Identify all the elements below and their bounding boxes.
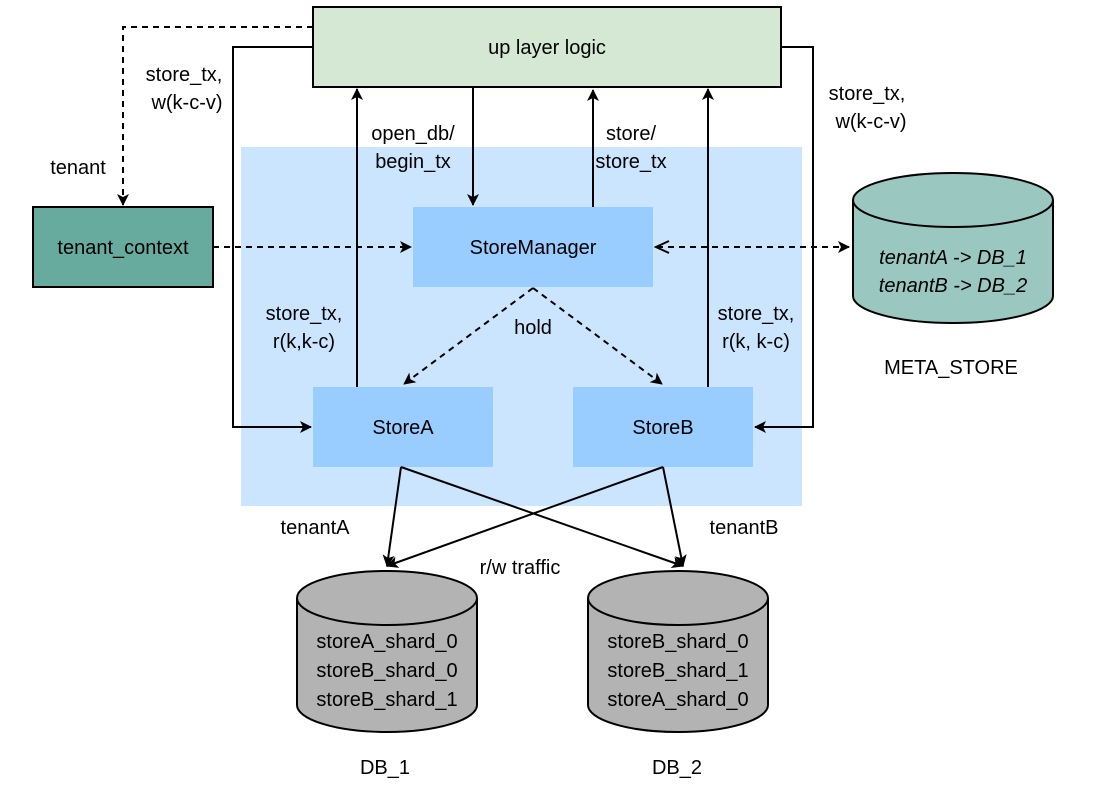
db1-line-1: storeA_shard_0: [316, 631, 457, 653]
edge-tenant: [117, 26, 313, 206]
db1-caption: DB_1: [360, 757, 410, 779]
label-store-1: store/: [606, 123, 656, 145]
meta-store-caption: META_STORE: [884, 357, 1018, 379]
meta-store-cylinder[interactable]: [852, 172, 1054, 324]
label-open-db-1: open_db/: [371, 123, 455, 145]
store-b-label: StoreB: [632, 417, 693, 439]
db2-cylinder[interactable]: [587, 570, 769, 733]
db1-line-3: storeB_shard_1: [316, 689, 457, 711]
edge-left-outer-loop: [232, 46, 313, 433]
label-open-db-2: begin_tx: [375, 151, 451, 173]
meta-store-line-2: tenantB -> DB_2: [879, 275, 1027, 297]
store-a-label: StoreA: [372, 417, 434, 439]
label-left-read-2: r(k,k-c): [273, 331, 335, 353]
edge-storeb-db1: [386, 466, 664, 568]
store-manager-label: StoreManager: [470, 237, 597, 259]
label-left-outer-2: w(k-c-v): [150, 92, 222, 114]
edge-storea-db1: [382, 466, 402, 567]
edge-hold-storeb: [532, 287, 663, 385]
label-rw-traffic: r/w traffic: [480, 557, 561, 579]
label-tenant-a: tenantA: [281, 517, 351, 539]
label-hold: hold: [514, 317, 552, 339]
edge-right-outer-loop: [754, 46, 814, 433]
db2-line-1: storeB_shard_0: [607, 631, 748, 653]
db1-line-2: storeB_shard_0: [316, 660, 457, 682]
edge-storeb-db2: [662, 466, 687, 567]
label-right-read-2: r(k, k-c): [722, 331, 790, 353]
label-left-read-1: store_tx,: [266, 303, 343, 325]
tenant-context-label: tenant_context: [57, 237, 189, 259]
up-layer-logic-box[interactable]: [312, 6, 782, 88]
store-a-box[interactable]: [313, 387, 493, 467]
label-tenant-b: tenantB: [710, 517, 779, 539]
store-manager-box[interactable]: [413, 207, 653, 287]
edge-storea-db2: [400, 466, 684, 569]
label-store-2: store_tx: [595, 151, 666, 173]
label-right-read-1: store_tx,: [718, 303, 795, 325]
label-tenant: tenant: [50, 157, 106, 179]
db2-line-3: storeA_shard_0: [607, 689, 748, 711]
open-arrowhead: [653, 240, 670, 254]
label-right-outer-2: w(k-c-v): [834, 111, 906, 133]
edge-hold-storea: [403, 287, 534, 385]
db2-caption: DB_2: [652, 757, 702, 779]
label-left-outer-1: store_tx,: [146, 64, 223, 86]
db1-cylinder[interactable]: [296, 570, 478, 733]
store-b-box[interactable]: [573, 387, 753, 467]
db2-line-2: storeB_shard_1: [607, 660, 748, 682]
label-right-outer-1: store_tx,: [829, 83, 906, 105]
up-layer-logic-label: up layer logic: [488, 37, 606, 59]
meta-store-line-1: tenantA -> DB_1: [879, 247, 1027, 269]
